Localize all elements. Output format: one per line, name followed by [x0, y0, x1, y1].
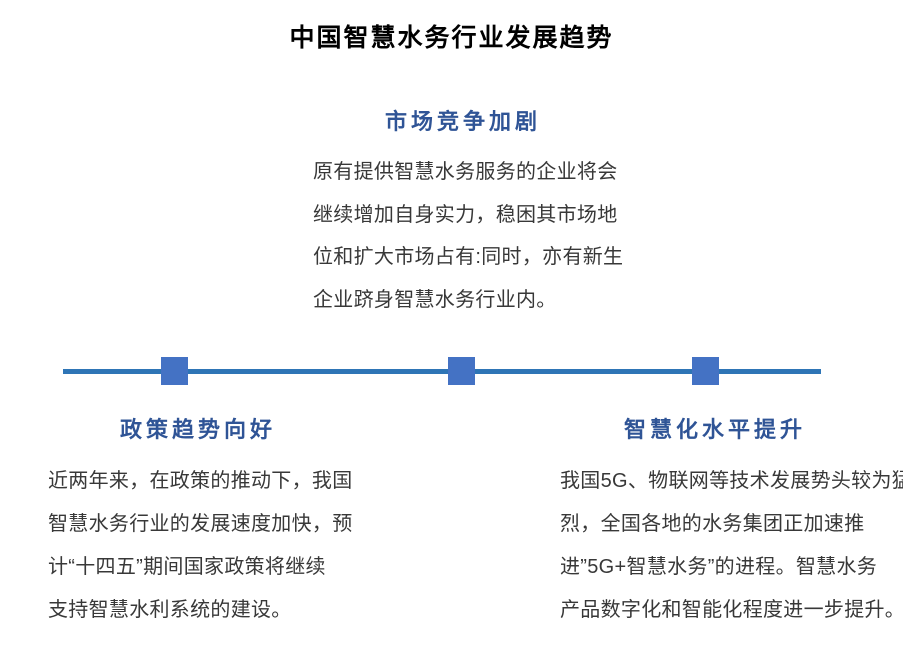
section-heading: 智慧化水平提升	[623, 417, 806, 442]
timeline-marker	[161, 357, 188, 385]
paragraph-line: 我国5G、物联网等技术发展势头较为猛	[560, 470, 903, 492]
paragraph-line: 支持智慧水利系统的建设。	[48, 599, 292, 621]
paragraph-line: 企业跻身智慧水务行业内。	[313, 288, 557, 311]
timeline-line	[63, 369, 821, 374]
paragraph-line: 位和扩大市场占有:同时，亦有新生	[313, 246, 624, 268]
timeline-marker	[448, 357, 475, 385]
section-paragraph: 我国5G、物联网等技术发展势头较为猛 烈，全国各地的水务集团正加速推 进”5G+…	[560, 460, 903, 632]
page-title: 中国智慧水务行业发展趋势	[289, 24, 614, 52]
timeline-marker	[692, 357, 719, 385]
paragraph-line: 近两年来，在政策的推动下，我国	[48, 470, 353, 492]
paragraph-line: 继续增加自身实力，稳困其市场地	[313, 203, 618, 226]
section-heading: 市场竞争加剧	[384, 109, 541, 134]
section-paragraph: 原有提供智慧水务服务的企业将会 继续增加自身实力，稳困其市场地 位和扩大市场占有…	[313, 151, 648, 321]
paragraph-line: 智慧水务行业的发展速度加快，预	[48, 513, 353, 535]
paragraph-line: 产品数字化和智能化程度进一步提升。	[560, 599, 903, 621]
section-smart-level: 智慧化水平提升 我国5G、物联网等技术发展势头较为猛 烈，全国各地的水务集团正加…	[560, 412, 903, 632]
paragraph-line: 原有提供智慧水务服务的企业将会	[313, 161, 618, 183]
section-market-competition: 市场竞争加剧 原有提供智慧水务服务的企业将会 继续增加自身实力，稳困其市场地 位…	[313, 104, 648, 321]
section-paragraph: 近两年来，在政策的推动下，我国 智慧水务行业的发展速度加快，预 计“十四五”期间…	[48, 460, 378, 632]
section-heading: 政策趋势向好	[119, 417, 276, 442]
section-policy-trend: 政策趋势向好 近两年来，在政策的推动下，我国 智慧水务行业的发展速度加快，预 计…	[48, 412, 378, 632]
paragraph-line: 进”5G+智慧水务”的进程。智慧水务	[560, 556, 878, 578]
paragraph-line: 烈，全国各地的水务集团正加速推	[560, 513, 865, 535]
paragraph-line: 计“十四五”期间国家政策将继续	[48, 556, 326, 578]
